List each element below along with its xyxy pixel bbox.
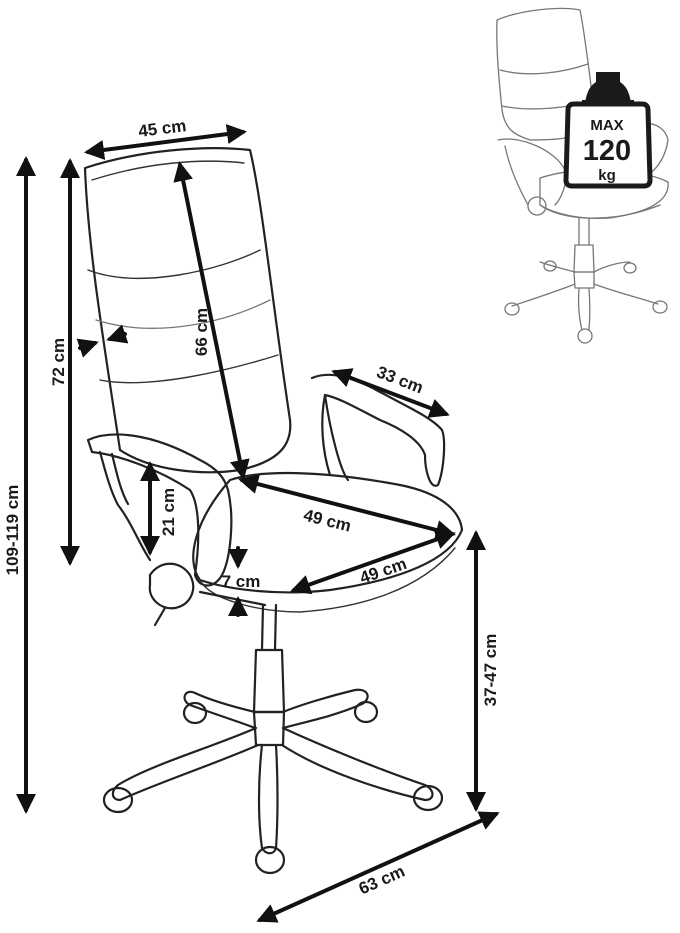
max-weight-badge: MAX 120 kg [563, 72, 653, 189]
weight-icon [584, 72, 632, 106]
badge-unit: kg [598, 167, 616, 184]
dimension-labels: 45 cm 66 cm 72 cm 109-119 cm 33 cm 21 cm… [3, 116, 500, 898]
label-back-total: 72 cm [49, 338, 68, 386]
main-chair [83, 147, 464, 875]
right-armrest [310, 373, 446, 487]
label-seat-depth: 49 cm [302, 506, 353, 536]
label-seat-height: 37-47 cm [481, 634, 500, 707]
badge-value: 120 [583, 135, 631, 167]
label-back-height: 66 cm [192, 308, 211, 356]
gas-lift [260, 603, 278, 652]
label-armrest-height: 21 cm [159, 488, 178, 536]
label-overall-height: 109-119 cm [3, 485, 22, 576]
star-base [102, 688, 444, 875]
badge-frame [563, 101, 653, 189]
badge-max: MAX [590, 117, 623, 134]
dimension-lines [16, 124, 500, 923]
label-seat-thickness: 7 cm [222, 572, 261, 591]
label-back-width: 45 cm [137, 116, 187, 141]
